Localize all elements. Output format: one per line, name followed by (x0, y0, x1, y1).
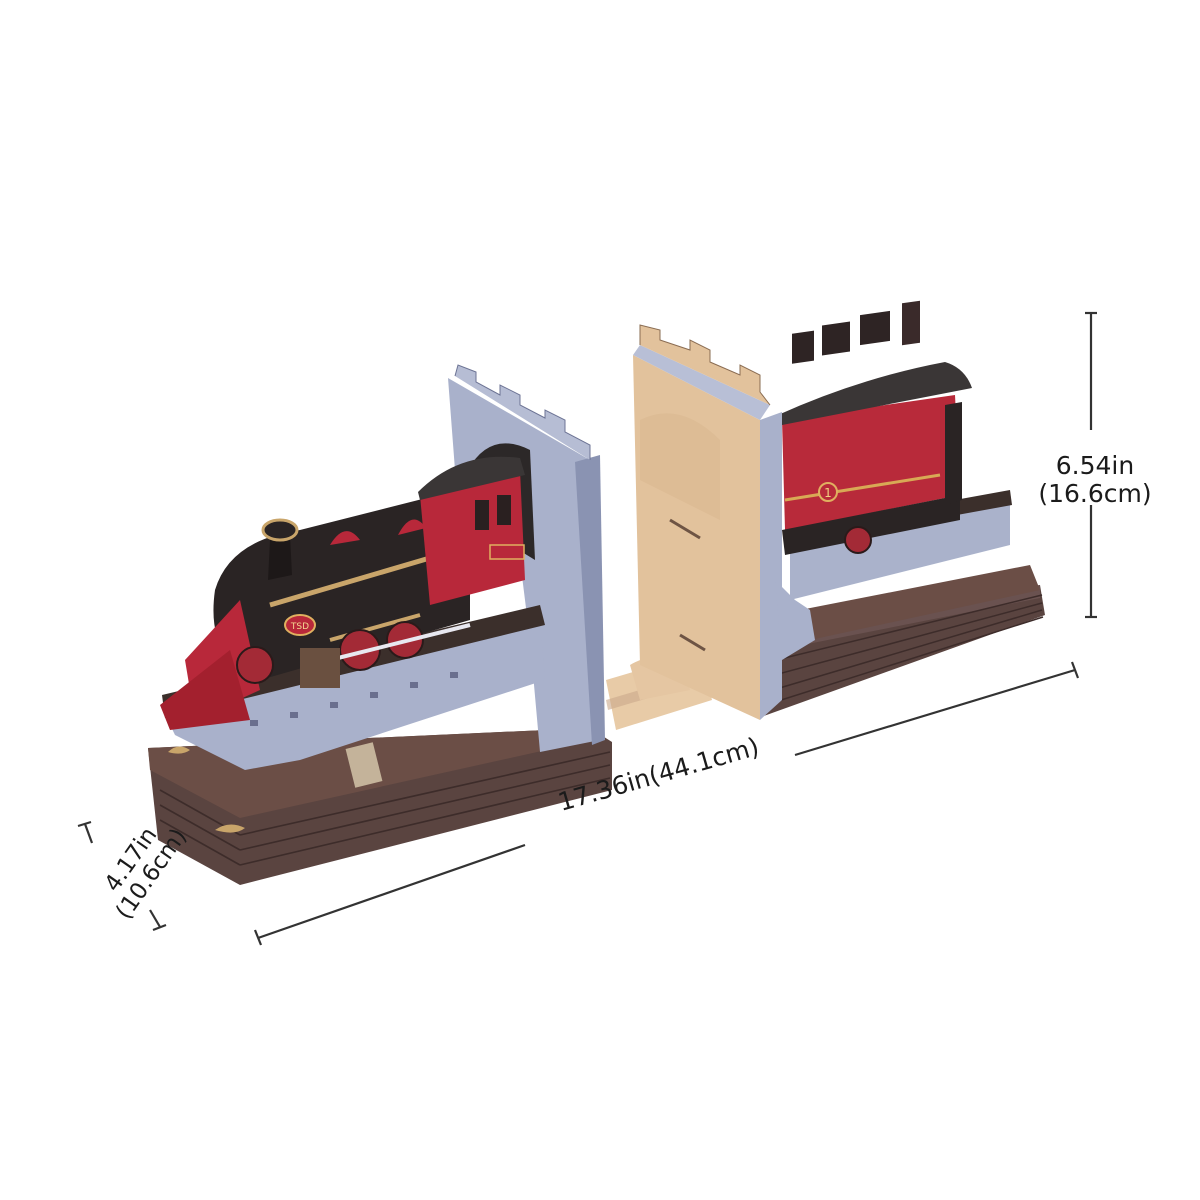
svg-text:TSD: TSD (290, 622, 309, 632)
height-cm: (16.6cm) (1038, 478, 1152, 508)
carriage-bookend-panel (633, 324, 815, 720)
height-inches: 6.54in (1055, 451, 1135, 480)
height-dimension-label: 6.54in (16.6cm) (1020, 452, 1170, 507)
carriage-bookend: 1 (752, 300, 1045, 718)
dimension-lines (77, 311, 1097, 946)
locomotive-bookend: TSD (148, 364, 612, 885)
svg-text:1: 1 (824, 486, 832, 500)
